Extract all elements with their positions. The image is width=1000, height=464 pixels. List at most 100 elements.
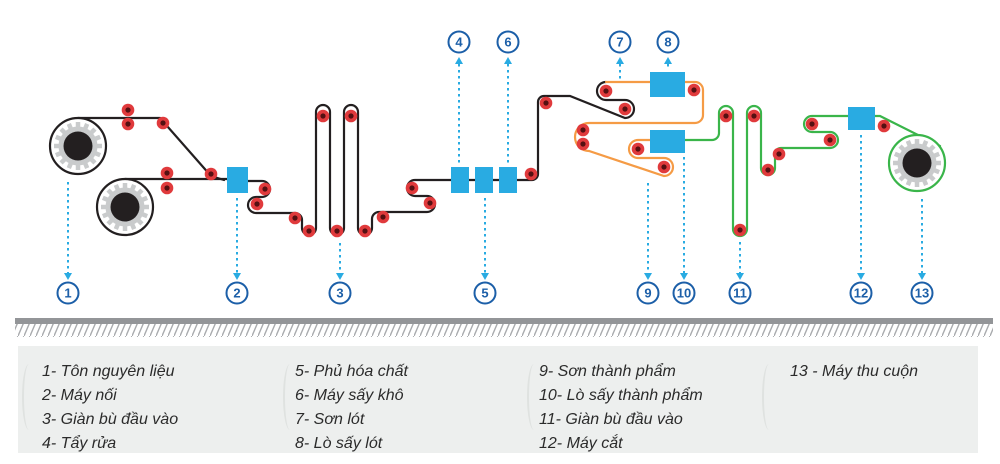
roller — [330, 224, 344, 238]
roller — [288, 211, 302, 225]
station-marker-10: 10 — [672, 281, 696, 305]
station-marker-8: 8 — [656, 30, 680, 54]
dotted-arrow-up — [504, 57, 512, 163]
roller — [761, 163, 775, 177]
roller — [376, 210, 390, 224]
roller — [160, 181, 174, 195]
dotted-arrow-down — [736, 242, 744, 280]
roller — [733, 223, 747, 237]
roller — [772, 147, 786, 161]
roller — [576, 137, 590, 151]
legend-item: 8- Lò sấy lót — [295, 435, 383, 452]
cleaning-block — [451, 167, 469, 193]
svg-text:11: 11 — [733, 286, 747, 301]
roller — [805, 117, 819, 131]
ground-line — [15, 318, 993, 337]
roller — [599, 84, 613, 98]
station-marker-11: 11 — [728, 281, 752, 305]
chem-coat-block — [475, 167, 493, 193]
station-marker-7: 7 — [608, 30, 632, 54]
dotted-arrow-down — [680, 157, 688, 280]
dotted-arrow-up — [616, 57, 624, 80]
legend-panel: 1- Tôn nguyên liệu 2- Máy nối 3- Giàn bù… — [18, 346, 978, 453]
dotted-arrow-down — [481, 198, 489, 280]
legend-item: 13 - Máy thu cuộn — [790, 363, 919, 380]
legend-item: 1- Tôn nguyên liệu — [42, 363, 175, 380]
dry-block — [499, 167, 517, 193]
station-marker-6: 6 — [496, 30, 520, 54]
dotted-arrow-down — [644, 183, 652, 280]
dotted-arrow-down — [336, 243, 344, 280]
rollers — [121, 83, 891, 238]
roller — [423, 196, 437, 210]
legend-item: 3- Giàn bù đầu vào — [42, 411, 179, 428]
legend-item: 11- Giàn bù đầu vào — [539, 411, 683, 428]
svg-text:8: 8 — [664, 35, 671, 50]
station-marker-1: 1 — [56, 281, 80, 305]
svg-text:9: 9 — [644, 286, 651, 301]
legend-item: 6- Máy sấy khô — [295, 387, 404, 404]
legend-item: 10- Lò sấy thành phẩm — [539, 387, 703, 404]
roller — [747, 109, 761, 123]
legend-divider-ornament — [762, 364, 776, 430]
legend-item: 7- Sơn lót — [295, 411, 365, 428]
roller — [524, 167, 538, 181]
roller — [344, 109, 358, 123]
roller — [160, 166, 174, 180]
roller — [539, 96, 553, 110]
roller — [258, 182, 272, 196]
station-marker-3: 3 — [328, 281, 352, 305]
uncoiler-2 — [95, 177, 155, 237]
legend-column-2: 5- Phủ hóa chất 6- Máy sấy khô 7- Sơn ló… — [295, 360, 408, 456]
cutter-block — [848, 107, 875, 130]
indicator-arrows — [64, 57, 926, 280]
roller — [204, 167, 218, 181]
legend-divider-ornament — [283, 364, 297, 430]
roller — [121, 117, 135, 131]
roller — [631, 142, 645, 156]
svg-text:7: 7 — [616, 35, 623, 50]
process-diagram: 1 2 3 4 5 6 7 8 9 10 11 12 13 — [15, 30, 993, 337]
roller — [358, 224, 372, 238]
svg-text:12: 12 — [854, 286, 868, 301]
station-marker-4: 4 — [447, 30, 471, 54]
roller — [302, 224, 316, 238]
station-marker-9: 9 — [636, 281, 660, 305]
svg-text:3: 3 — [336, 286, 343, 301]
roller — [121, 103, 135, 117]
strip-main-path — [246, 80, 636, 237]
roller — [618, 102, 632, 116]
roller — [250, 197, 264, 211]
dotted-arrow-down — [857, 135, 865, 280]
dotted-arrow-up — [664, 57, 672, 70]
legend-column-3: 9- Sơn thành phẩm 10- Lò sấy thành phẩm … — [539, 360, 703, 456]
legend-item: 2- Máy nối — [42, 387, 117, 404]
svg-text:13: 13 — [915, 286, 929, 301]
coils — [48, 116, 947, 237]
roller — [576, 123, 590, 137]
welder-block — [227, 167, 248, 193]
legend-item: 5- Phủ hóa chất — [295, 363, 408, 380]
roller — [156, 116, 170, 130]
roller — [316, 109, 330, 123]
legend-column-1: 1- Tôn nguyên liệu 2- Máy nối 3- Giàn bù… — [42, 360, 178, 456]
legend-divider-ornament — [22, 364, 36, 430]
dotted-arrow-down — [233, 198, 241, 280]
roller — [687, 83, 701, 97]
dotted-arrow-down — [64, 182, 72, 280]
svg-text:5: 5 — [481, 286, 488, 301]
uncoiler-1 — [48, 116, 108, 176]
legend-item: 4- Tẩy rửa — [42, 435, 117, 452]
legend-divider-ornament — [527, 364, 541, 430]
station-marker-5: 5 — [473, 281, 497, 305]
svg-text:10: 10 — [677, 286, 691, 301]
station-marker-13: 13 — [910, 281, 934, 305]
roller — [877, 119, 891, 133]
strip-primer-coated — [573, 80, 705, 178]
dotted-arrow-up — [455, 57, 463, 163]
legend-column-4: 13 - Máy thu cuộn — [790, 360, 918, 384]
roller — [657, 160, 671, 174]
roller — [405, 181, 419, 195]
roller — [719, 109, 733, 123]
